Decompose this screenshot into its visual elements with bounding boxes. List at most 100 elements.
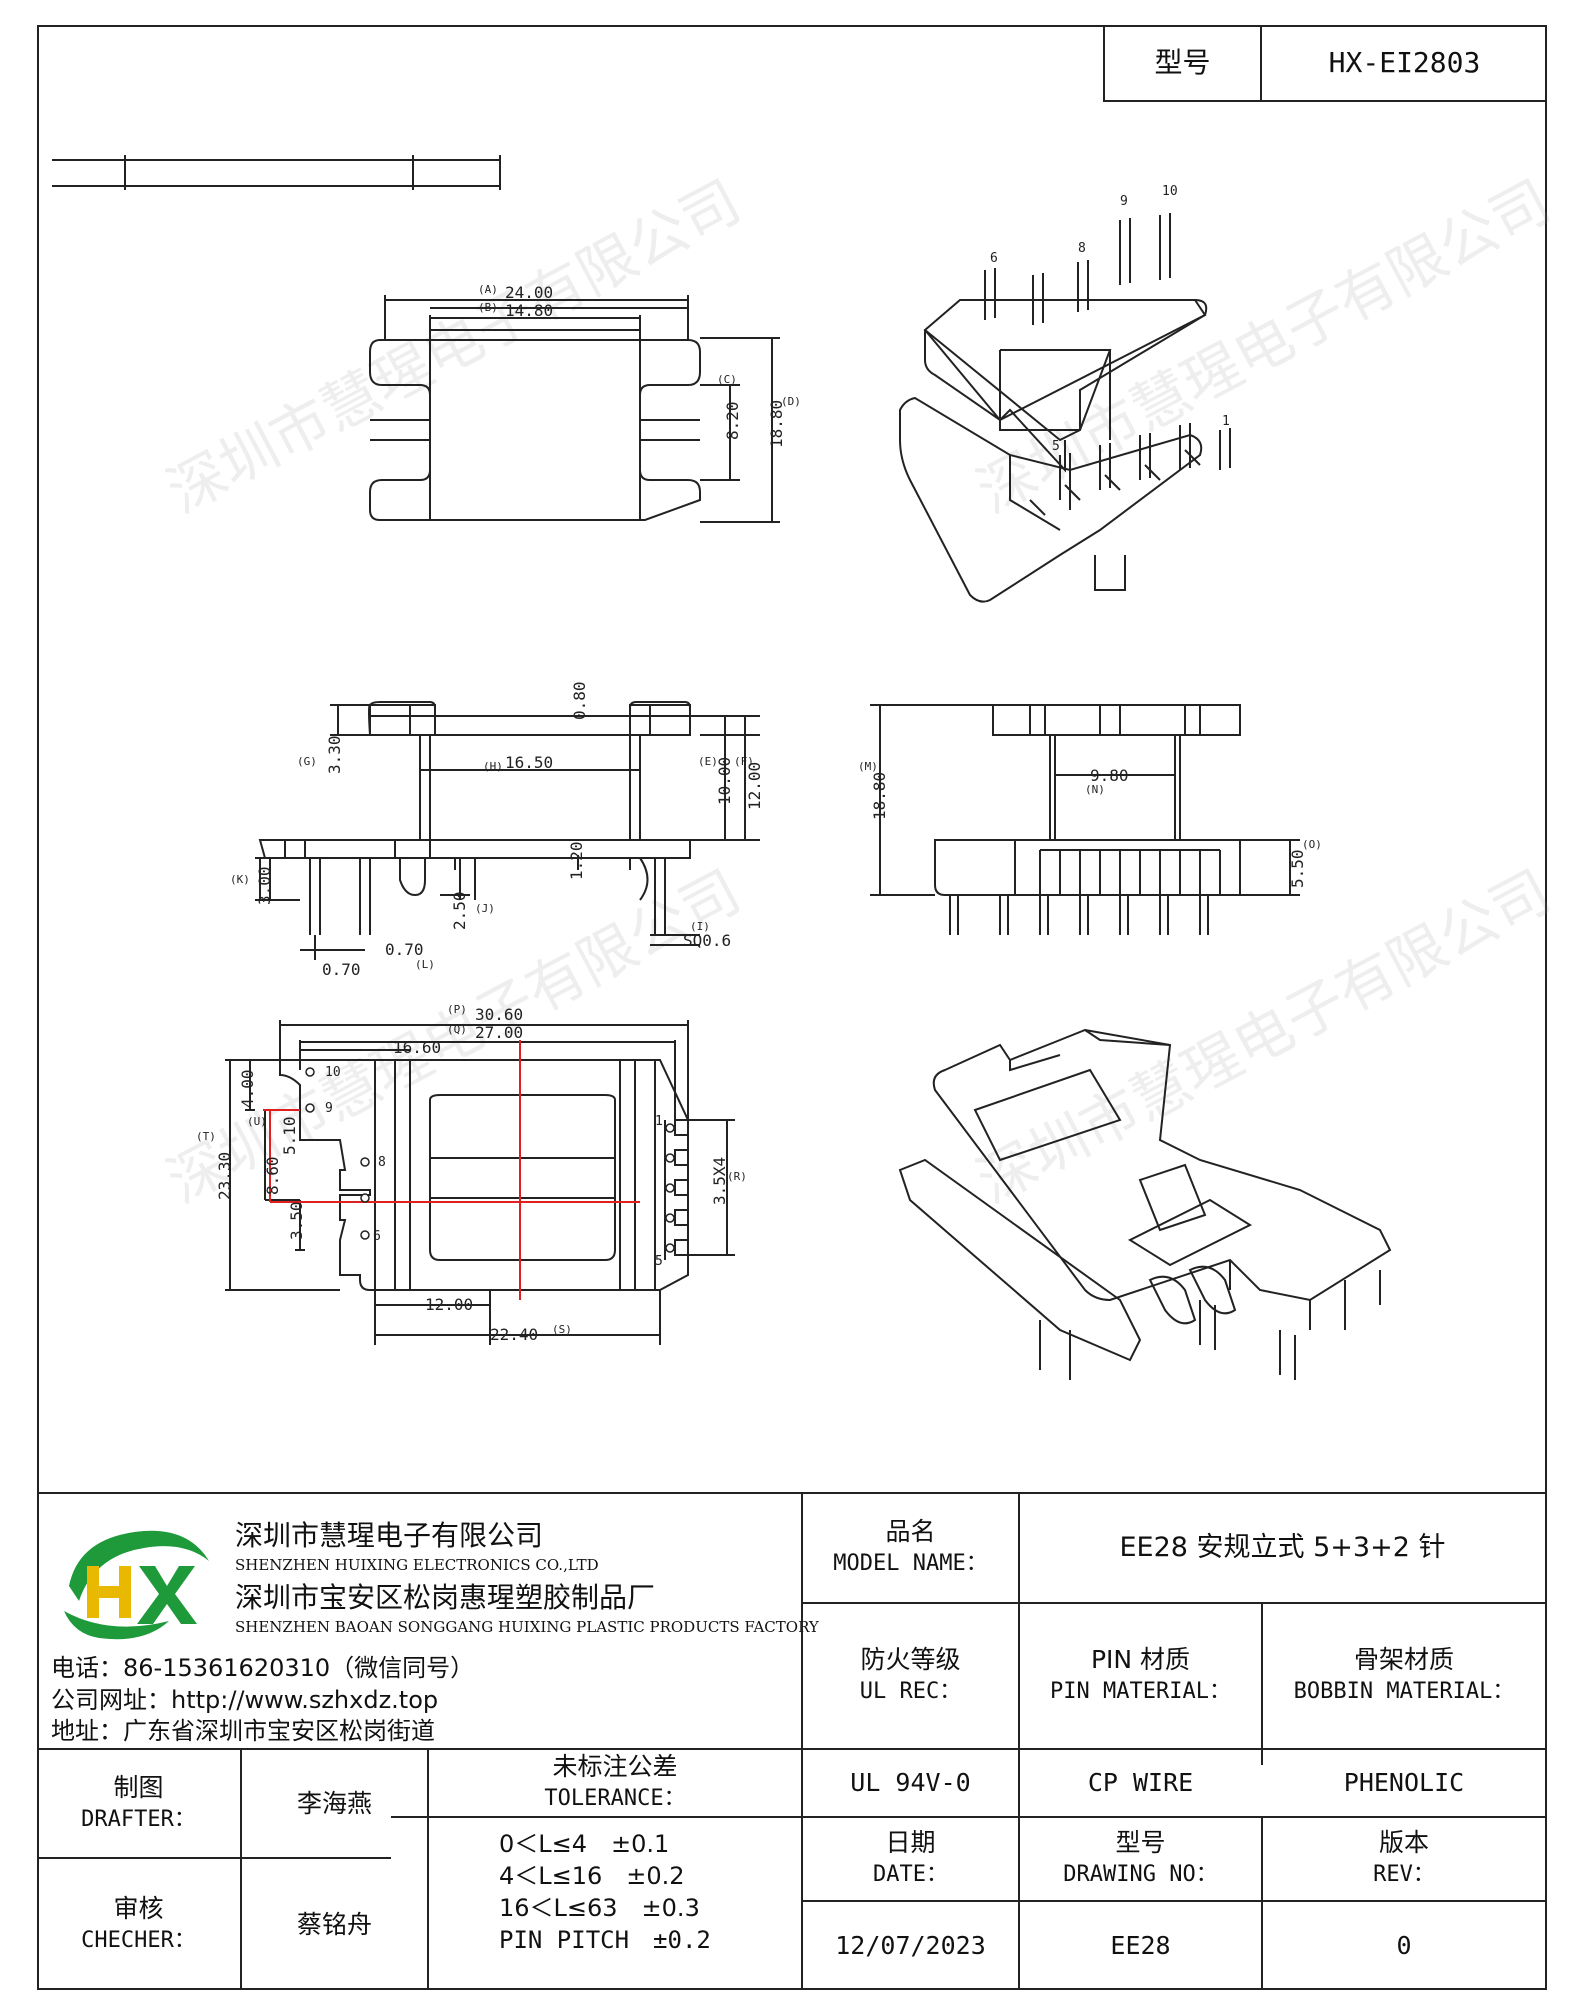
dim-d: 18.80 xyxy=(767,400,786,448)
dim-3-5x4: 3.5X4 xyxy=(710,1157,729,1205)
pin-material-value: CP WIRE xyxy=(1087,1768,1194,1797)
pin-label-9: 9 xyxy=(325,1101,333,1116)
header-model-value: HX-EI2803 xyxy=(1328,45,1481,79)
iso-pin-6: 6 xyxy=(990,251,998,266)
dim-t-label: (T) xyxy=(196,1130,216,1143)
tolerance-row: 0＜L≤4 ±0.1 xyxy=(499,1830,670,1858)
iso-pin-9: 9 xyxy=(1120,194,1128,209)
dim-a: 24.00 xyxy=(505,283,553,302)
dim-c-label: (C) xyxy=(717,373,737,386)
dim-16-60: 16.60 xyxy=(393,1038,441,1057)
pin-label-5: 5 xyxy=(655,1254,663,1269)
red-centerlines xyxy=(263,1040,640,1300)
dim-1-20: 1.20 xyxy=(567,841,586,880)
bobbin-material-label: 骨架材质 BOBBIN MATERIAL： xyxy=(1293,1645,1515,1704)
ul-value: UL 94V-0 xyxy=(850,1768,971,1797)
drawing-sheet xyxy=(37,25,1547,1990)
iso-pin-5: 5 xyxy=(1052,439,1060,454)
tolerance-table: 0＜L≤4 ±0.1 4＜L≤16 ±0.2 16＜L≤63 ±0.3 PIN … xyxy=(499,1828,711,1956)
dim-m-label: (M) xyxy=(858,760,878,773)
model-name-value: EE28 安规立式 5+3+2 针 xyxy=(1119,1532,1446,1563)
pin-material-label: PIN 材质 PIN MATERIAL： xyxy=(1050,1645,1231,1704)
date-value: 12/07/2023 xyxy=(835,1931,986,1960)
dim-l-label: (L) xyxy=(415,958,435,971)
dim-9-80: 9.80 xyxy=(1090,766,1129,785)
rev-label: 版本 REV： xyxy=(1373,1828,1435,1887)
drafter-label: 制图 DRAFTER： xyxy=(81,1772,196,1832)
dim-18-80-side: 18.80 xyxy=(870,772,889,820)
dim-k-label: (K) xyxy=(230,873,250,886)
front-view xyxy=(258,701,691,935)
iso-pin-8: 8 xyxy=(1078,241,1086,256)
dim-c: 8.20 xyxy=(723,401,742,440)
dim-b-label: (B) xyxy=(478,301,498,314)
dim-4-00: 4.00 xyxy=(238,1069,257,1108)
dim-16-50: 16.50 xyxy=(505,753,553,772)
iso-pin-1: 1 xyxy=(1222,414,1230,429)
dim-s-label: (S) xyxy=(552,1323,572,1336)
drawing-no-label: 型号 DRAWING NO： xyxy=(1063,1828,1218,1887)
isometric-view-top xyxy=(899,213,1231,603)
header-model-label: 型号 xyxy=(1154,45,1211,79)
drawing-no-value: EE28 xyxy=(1110,1931,1171,1960)
tolerance-label: 未标注公差 TOLERANCE： xyxy=(544,1752,686,1811)
dim-0-80: 0.80 xyxy=(570,681,589,720)
checker-name: 蔡铭舟 xyxy=(296,1909,372,1939)
bobbin-material-value: PHENOLIC xyxy=(1343,1768,1465,1797)
side-view xyxy=(934,704,1241,935)
dim-22-40: 22.40 xyxy=(490,1325,538,1344)
dim-8-60: 8.60 xyxy=(263,1156,282,1195)
pin-label-10: 10 xyxy=(325,1065,341,1080)
company-phone: 电话：86-15361620310（微信同号） xyxy=(51,1654,475,1682)
technical-drawing: 24.00 (A) 14.80 (B) 8.20 (C) 18.80 (D) 0… xyxy=(52,155,1392,1380)
dim-3-00: 3.00 xyxy=(255,866,274,905)
dim-j-label: (J) xyxy=(475,902,495,915)
dim-0-70-b: 0.70 xyxy=(322,960,361,979)
dim-a-label: (A) xyxy=(478,283,498,296)
dim-10-00: 10.00 xyxy=(715,757,734,805)
company-website: 公司网址：http://www.szhxdz.top xyxy=(51,1686,439,1714)
dim-b: 14.80 xyxy=(505,301,553,320)
drafter-name: 李海燕 xyxy=(296,1788,372,1818)
company-address: 地址：广东省深圳市宝安区松岗街道 xyxy=(51,1717,435,1745)
company-logo xyxy=(64,1530,209,1640)
dim-5-50: 5.50 xyxy=(1288,849,1307,888)
pin-label-8: 8 xyxy=(378,1155,386,1170)
dim-3-30: 3.30 xyxy=(325,735,344,774)
dim-12-00-b: 12.00 xyxy=(425,1295,473,1314)
factory-name-en: SHENZHEN BAOAN SONGGANG HUIXING PLASTIC … xyxy=(235,1618,819,1636)
top-view xyxy=(369,300,701,521)
dim-u-label: (U) xyxy=(247,1115,267,1128)
rev-value: 0 xyxy=(1396,1931,1412,1960)
dim-23-30: 23.30 xyxy=(215,1152,234,1200)
dim-r-label: (R) xyxy=(727,1170,747,1183)
company-name-cn: 深圳市慧瑆电子有限公司 xyxy=(235,1519,544,1552)
ul-label: 防火等级 UL REC： xyxy=(859,1645,962,1704)
tolerance-row: PIN PITCH ±0.2 xyxy=(499,1926,711,1954)
dim-12-00: 12.00 xyxy=(745,762,764,810)
dim-sq06: SQ0.6 xyxy=(683,931,731,950)
company-name-en: SHENZHEN HUIXING ELECTRONICS CO.,LTD xyxy=(235,1556,599,1574)
dim-5-10: 5.10 xyxy=(280,1116,299,1155)
factory-name-cn: 深圳市宝安区松岗惠瑆塑胶制品厂 xyxy=(235,1581,656,1614)
iso-pin-10: 10 xyxy=(1162,184,1178,199)
dim-30-60: 30.60 xyxy=(475,1005,523,1024)
dim-h-label: (H) xyxy=(483,760,503,773)
dim-g-label: (G) xyxy=(297,755,317,768)
isometric-view-bottom xyxy=(898,1028,1392,1380)
dim-q-label: (Q) xyxy=(447,1023,467,1036)
pin-label-6: 6 xyxy=(373,1229,381,1244)
model-name-label: 品名 MODEL NAME： xyxy=(833,1517,988,1576)
dim-0-70-a: 0.70 xyxy=(385,940,424,959)
pin-label-1: 1 xyxy=(655,1114,663,1129)
dim-3-50: 3.50 xyxy=(287,1201,306,1240)
header-model-box: 型号 HX-EI2803 xyxy=(1103,25,1547,102)
bottom-view xyxy=(279,1059,689,1291)
date-label: 日期 DATE： xyxy=(873,1828,948,1887)
dim-n-label: (N) xyxy=(1085,783,1105,796)
dim-27-00: 27.00 xyxy=(475,1023,523,1042)
checker-label: 审核 CHECHER： xyxy=(81,1893,196,1953)
tolerance-row: 4＜L≤16 ±0.2 xyxy=(499,1862,685,1890)
dim-2-50: 2.50 xyxy=(450,891,469,930)
dim-d-label: (D) xyxy=(781,395,801,408)
